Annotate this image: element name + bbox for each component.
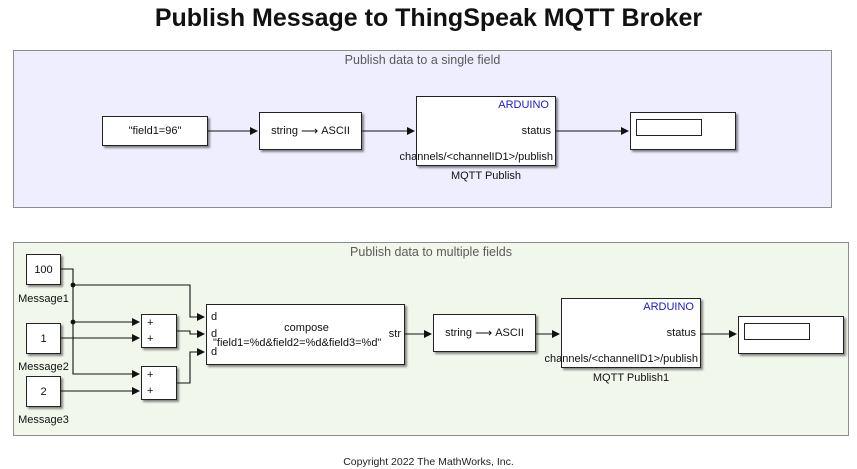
message3-value: 2 (40, 385, 47, 398)
sum2-block[interactable]: + + (141, 366, 177, 400)
compose-format-string: "field1=%d&field2=%d&field3=%d" (213, 337, 382, 349)
arduino1-brand-label: ARDUINO (643, 301, 694, 313)
branch-point-message2 (70, 319, 76, 325)
constant-field1-value: "field1=96" (128, 125, 182, 137)
sum1-block[interactable]: + + (141, 314, 177, 348)
converter-arrow-icon: ⟶ (300, 124, 319, 138)
branch-point-message1 (70, 282, 76, 288)
mqtt-publish-name: MQTT Publish (450, 170, 522, 182)
sum1-plus-bottom: + (147, 333, 154, 345)
signal-message1-to-sum1 (72, 285, 140, 326)
display-block[interactable] (630, 112, 736, 150)
display-value-box (636, 119, 702, 136)
compose-block[interactable]: d d d compose "field1=%d&field2=%d&field… (206, 304, 405, 365)
mqtt-topic-label: channels/<channelID1>/publish (399, 151, 553, 163)
converter-right-label: ASCII (321, 125, 350, 137)
message3-name: Message3 (18, 414, 69, 426)
signal-message2-to-sum2 (72, 322, 140, 378)
message2-name: Message2 (18, 361, 69, 373)
message1-constant-block[interactable]: 100 (26, 254, 61, 285)
message2-constant-block[interactable]: 1 (26, 323, 61, 354)
signal-sum2-to-compose (177, 348, 205, 384)
area-multiple-fields-label: Publish data to multiple fields (350, 245, 512, 259)
compose-output-label: str (388, 328, 401, 340)
display1-value-box (744, 323, 810, 340)
sum2-plus-top: + (147, 369, 154, 381)
message3-constant-block[interactable]: 2 (26, 376, 61, 407)
message2-value: 1 (40, 332, 47, 345)
model-title: Publish Message to ThingSpeak MQTT Broke… (154, 4, 703, 32)
converter1-left-label: string (445, 327, 472, 339)
converter-left-label: string (271, 125, 298, 137)
converter1-arrow-icon: ⟶ (474, 326, 493, 340)
compose-input-3-label: d (211, 346, 218, 358)
constant-field1-block[interactable]: "field1=96" (102, 116, 208, 146)
mqtt-publish-block[interactable]: ARDUINO status channels/<channelID1>/pub… (399, 96, 556, 166)
mqtt-publish1-name: MQTT Publish1 (592, 372, 670, 384)
compose-input-2-label: d (211, 328, 218, 340)
mqtt1-topic-label: channels/<channelID1>/publish (544, 353, 698, 365)
display1-block[interactable] (738, 316, 844, 354)
compose-title: compose (284, 322, 329, 334)
message1-name: Message1 (18, 293, 69, 305)
copyright-text: Copyright 2022 The MathWorks, Inc. (343, 456, 514, 468)
mqtt-status-port-label: status (521, 125, 551, 137)
signal-sum1-to-compose (177, 330, 205, 338)
mqtt1-status-port-label: status (666, 327, 696, 339)
sum1-plus-top: + (147, 317, 154, 329)
message1-value: 100 (34, 263, 53, 276)
signal-message1-to-compose (61, 268, 205, 321)
converter1-right-label: ASCII (495, 327, 524, 339)
area-single-field-label: Publish data to a single field (344, 53, 501, 67)
compose-input-1-label: d (211, 311, 218, 323)
sum2-plus-bottom: + (147, 385, 154, 397)
mqtt-publish1-block[interactable]: ARDUINO status channels/<channelID1>/pub… (544, 298, 701, 368)
string-to-ascii-block[interactable]: string ⟶ ASCII (259, 112, 362, 150)
arduino-brand-label: ARDUINO (498, 99, 549, 111)
string-to-ascii1-block[interactable]: string ⟶ ASCII (433, 314, 536, 352)
